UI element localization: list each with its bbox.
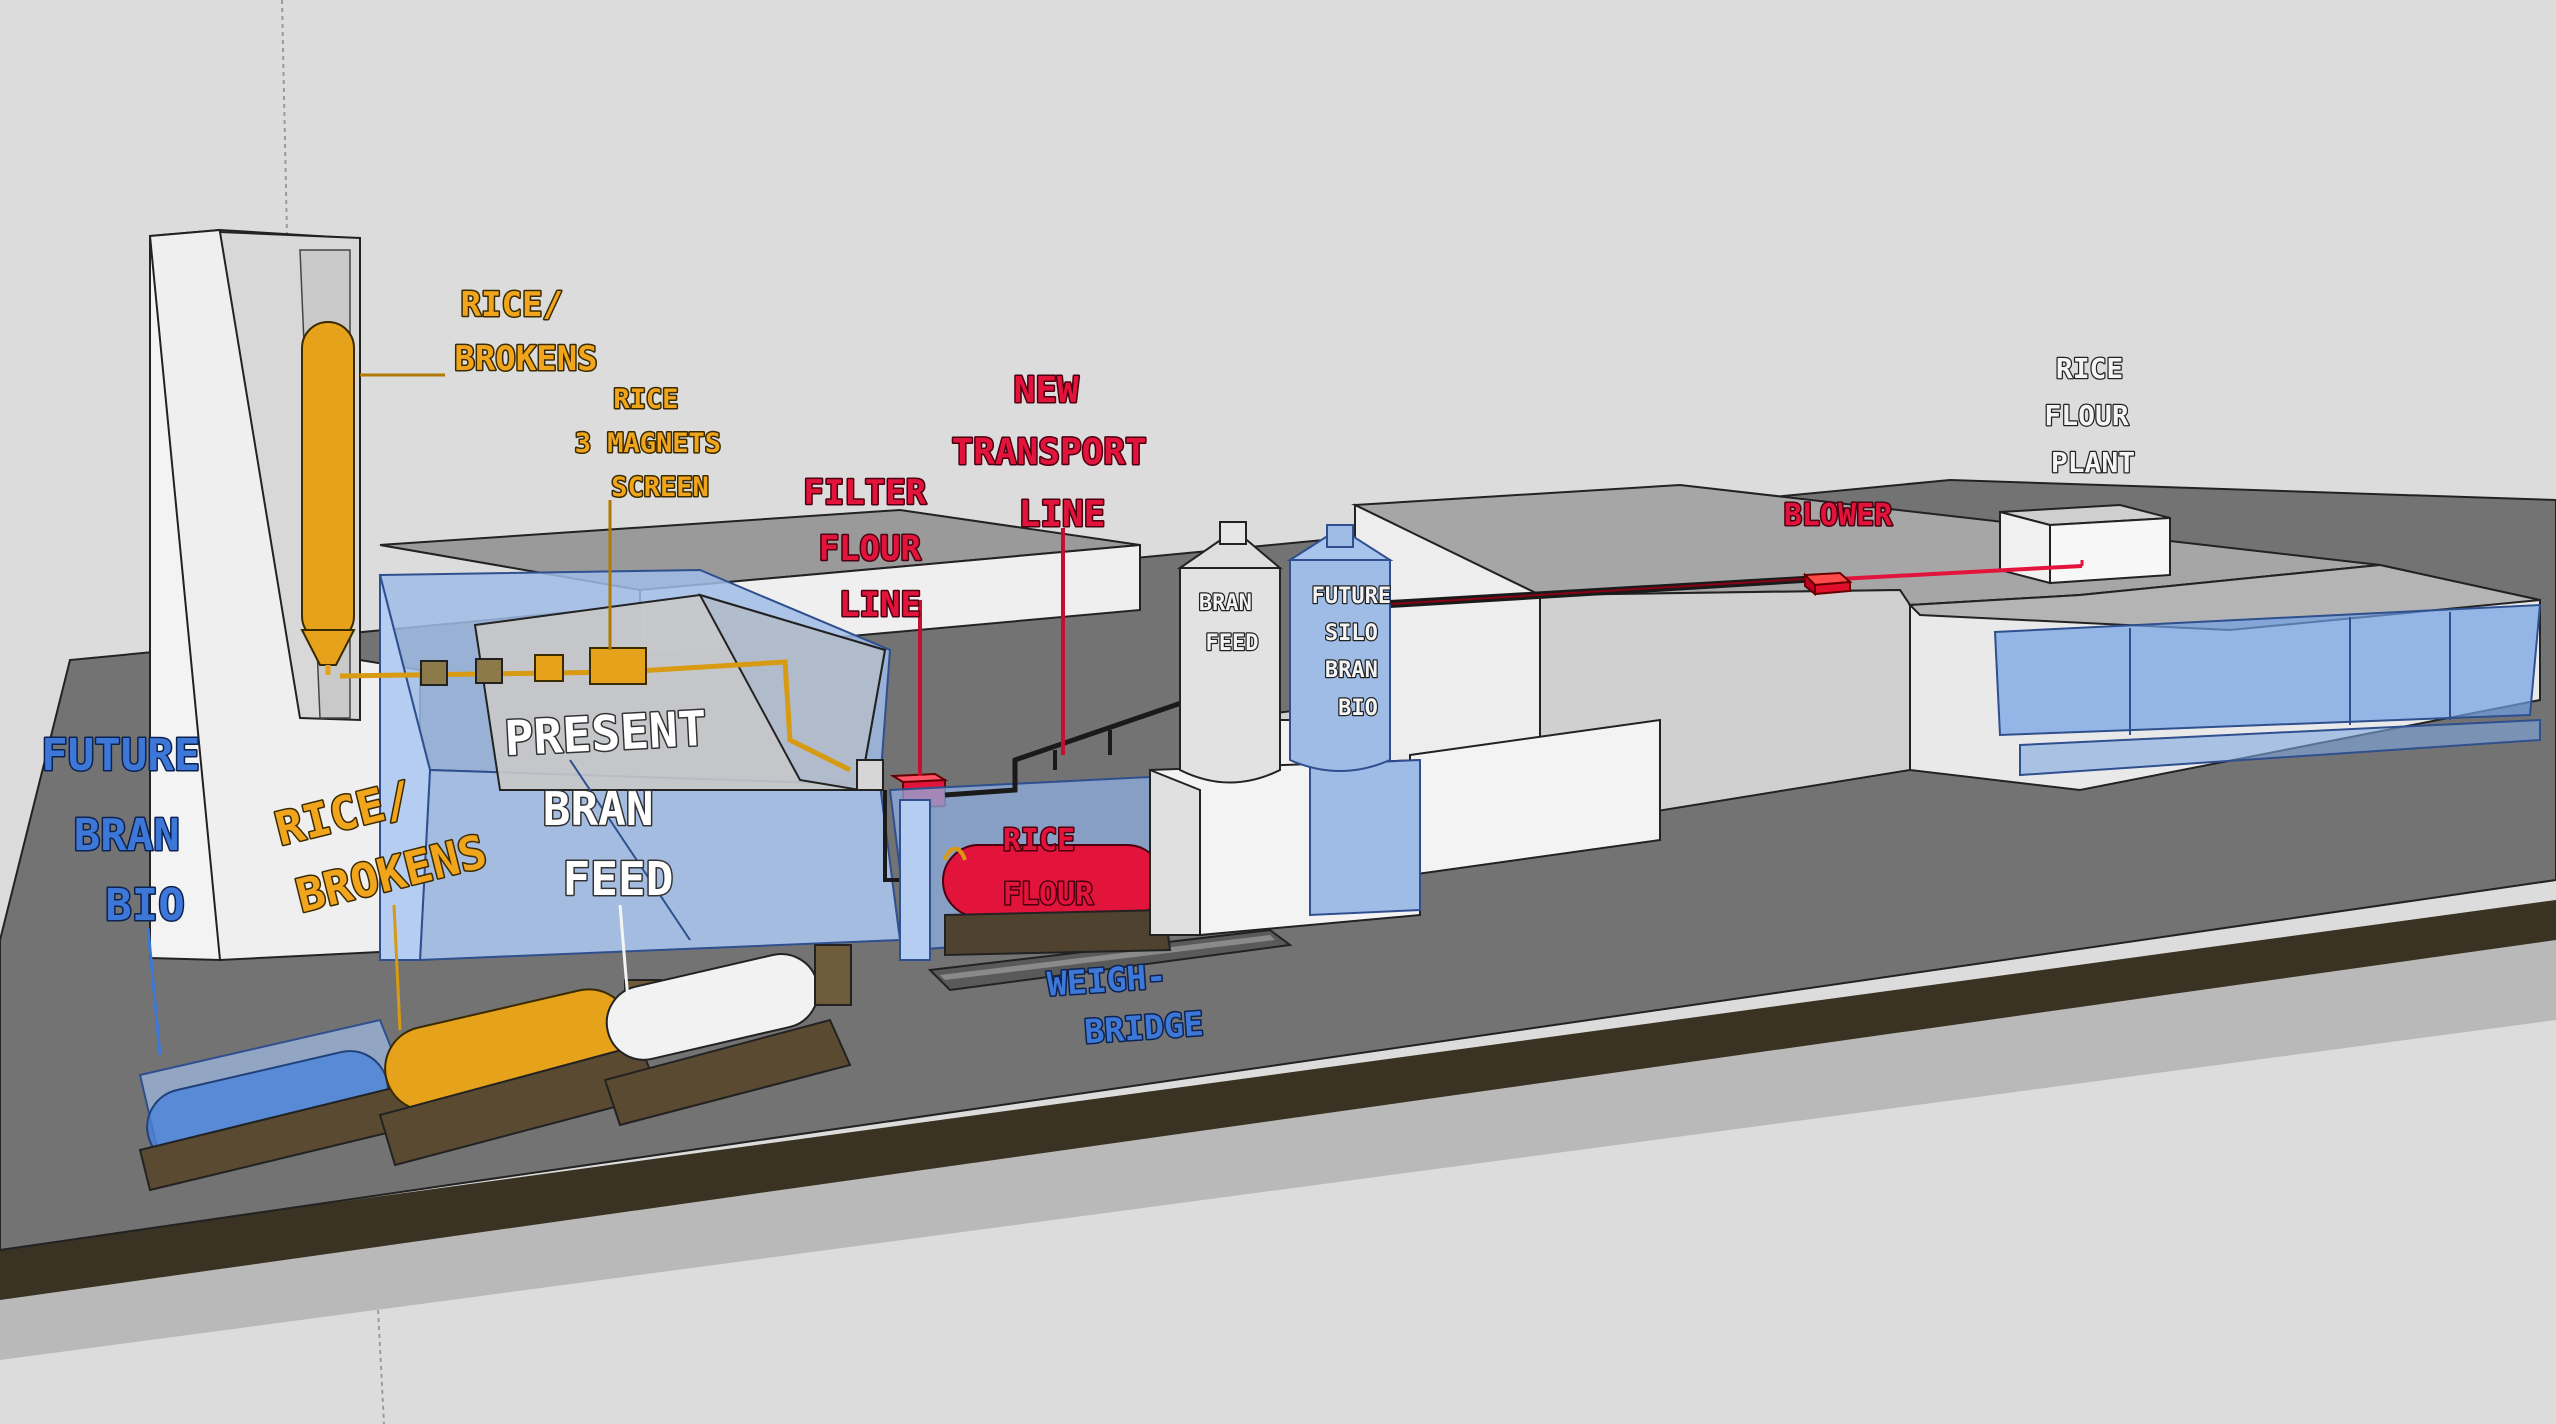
future-silo [1290,525,1390,771]
rice-brokens-bin [302,322,354,675]
blower-unit [1805,573,1850,594]
label-rice-magnets-screen: RICE 3 MAGNETS SCREEN [575,384,738,503]
label-blower: BLOWER [1784,498,1893,533]
label-present: PRESENT [503,701,708,768]
label-new-transport-line: NEW TRANSPORT LINE [952,370,1169,535]
label-rice-flour-plant: RICE FLOUR PLANT [2044,352,2145,479]
label-rice-brokens-top: RICE/ BROKENS [454,285,597,379]
rice-flour-plant-roof-box [2000,505,2170,583]
silo-platform [1150,760,1420,935]
